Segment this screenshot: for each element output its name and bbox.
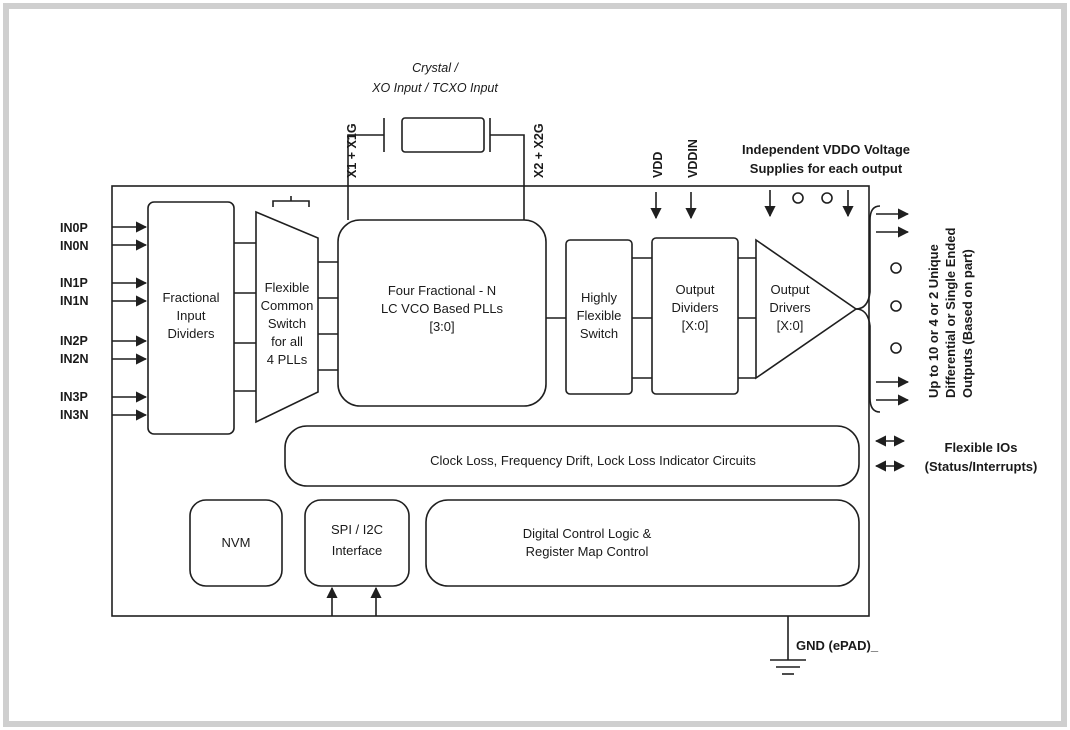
od-label-3: [X:0] <box>682 318 709 333</box>
drv-label-2: Drivers <box>769 300 811 315</box>
fcs-label-2: Common <box>261 298 314 313</box>
pin-in3n: IN3N <box>60 408 88 422</box>
pin-in0p: IN0P <box>60 221 88 235</box>
fcs-label-4: for all <box>271 334 303 349</box>
crystal-symbol <box>401 117 485 153</box>
pin-vdd: VDD <box>651 152 665 178</box>
crystal-label-line1: Crystal / <box>412 61 459 75</box>
gnd-label: GND (ePAD)_ <box>796 638 879 653</box>
flexible-common-switch-block <box>255 210 319 424</box>
crystal-label-line2: XO Input / TCXO Input <box>371 81 498 95</box>
out-dot-3 <box>890 342 902 354</box>
outputs-note-line3: Outputs (Based on part) <box>960 249 975 398</box>
switch-select-bracket <box>272 196 310 207</box>
spi-label-2: Interface <box>332 543 383 558</box>
vddo-note-line1: Independent VDDO Voltage <box>742 142 910 157</box>
od-label-1: Output <box>675 282 714 297</box>
output-dividers-block <box>651 237 739 395</box>
vddo-dot-1 <box>792 192 804 204</box>
nvm-label: NVM <box>222 535 251 550</box>
nvm-block <box>189 499 283 587</box>
input-pins: IN0P IN0N IN1P IN1N IN2P IN2N IN3P IN3N <box>60 221 148 422</box>
clock-loss-label: Clock Loss, Frequency Drift, Lock Loss I… <box>430 453 756 468</box>
digital-control-block <box>425 499 860 587</box>
pll-label-3: [3:0] <box>429 319 454 334</box>
pin-in2p: IN2P <box>60 334 88 348</box>
output-fanout-upper <box>855 205 881 310</box>
pll-block <box>337 219 547 407</box>
pin-vddin: VDDIN <box>686 139 700 178</box>
spi-label-1: SPI / I2C <box>331 522 383 537</box>
fractional-input-dividers-block <box>147 201 235 435</box>
hfs-label-2: Flexible <box>577 308 622 323</box>
out-dot-2 <box>890 300 902 312</box>
spi-i2c-block <box>304 499 410 587</box>
pin-in2n: IN2N <box>60 352 88 366</box>
drv-label-3: [X:0] <box>777 318 804 333</box>
fid-label-1: Fractional <box>162 290 219 305</box>
pin-in3p: IN3P <box>60 390 88 404</box>
outputs-note-line1: Up to 10 or 4 or 2 Unique <box>926 244 941 398</box>
pll-label-1: Four Fractional - N <box>388 283 496 298</box>
output-fanout-lower <box>855 308 881 413</box>
pin-in1n: IN1N <box>60 294 88 308</box>
fcs-label-1: Flexible <box>265 280 310 295</box>
drv-label-1: Output <box>770 282 809 297</box>
crystal-wire-right <box>490 134 525 220</box>
vddo-dot-2 <box>821 192 833 204</box>
highly-flexible-switch-block <box>565 239 633 395</box>
out-dot-1 <box>890 262 902 274</box>
flex-io-line2: (Status/Interrupts) <box>925 459 1038 474</box>
digital-label-1: Digital Control Logic & <box>523 526 652 541</box>
hfs-label-3: Switch <box>580 326 618 341</box>
pin-in0n: IN0N <box>60 239 88 253</box>
fcs-label-3: Switch <box>268 316 306 331</box>
pll-label-2: LC VCO Based PLLs <box>381 301 504 316</box>
vddo-note-line2: Supplies for each output <box>750 161 903 176</box>
fcs-label-5: 4 PLLs <box>267 352 308 367</box>
fid-label-3: Dividers <box>168 326 215 341</box>
hfs-label-1: Highly <box>581 290 618 305</box>
outputs-note-line2: Differential or Single Ended <box>943 227 958 398</box>
flex-io-line1: Flexible IOs <box>945 440 1018 455</box>
pin-x1: X1 + X1G <box>345 123 359 178</box>
output-drivers-block <box>755 238 858 380</box>
digital-label-2: Register Map Control <box>526 544 649 559</box>
od-label-2: Dividers <box>672 300 719 315</box>
clock-loss-block <box>284 425 860 487</box>
pin-in1p: IN1P <box>60 276 88 290</box>
outputs-note: Up to 10 or 4 or 2 Unique Differential o… <box>926 227 975 398</box>
crystal-wire-left <box>347 134 384 220</box>
fid-label-2: Input <box>177 308 206 323</box>
pin-x2: X2 + X2G <box>532 123 546 178</box>
